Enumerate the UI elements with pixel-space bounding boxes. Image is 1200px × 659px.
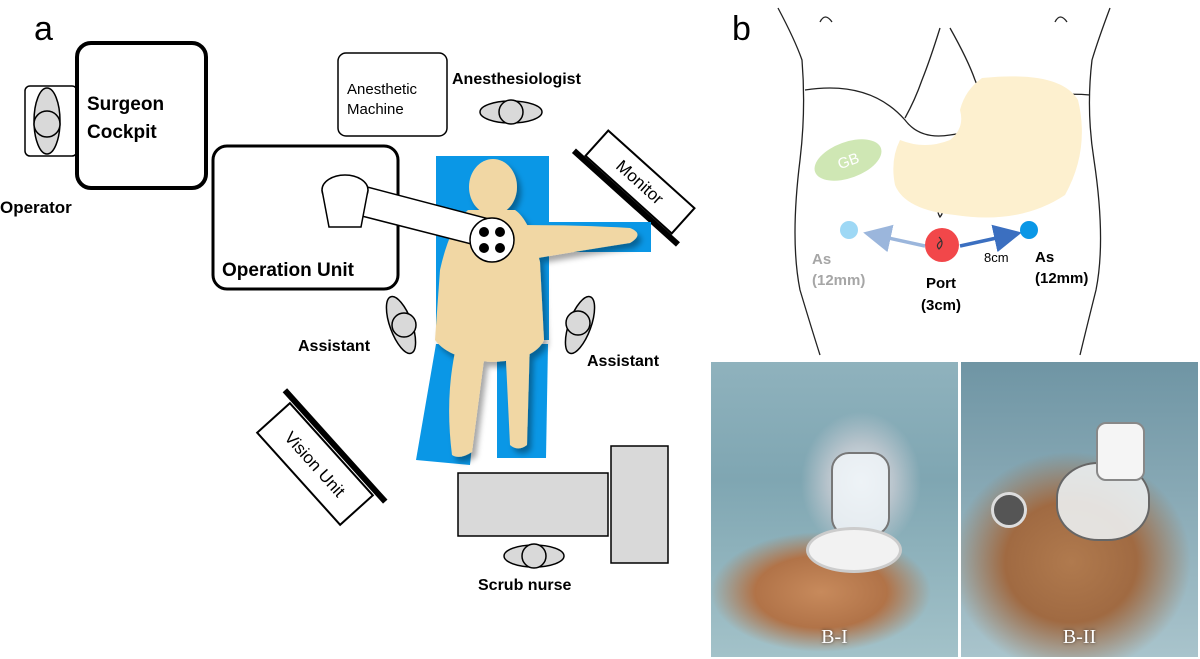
scrub-nurse-figure (503, 543, 565, 569)
anesthetic-machine (337, 52, 448, 137)
gallbladder: GB (814, 139, 882, 181)
right-assist-port (1020, 221, 1038, 239)
anesthesiologist-label: Anesthesiologist (452, 71, 582, 88)
operation-unit-label: Operation Unit (222, 260, 355, 281)
assistant-left-label: Assistant (298, 338, 371, 355)
distance-label: 8cm (984, 250, 1009, 265)
port-cap-2 (1096, 422, 1145, 481)
left-assist-port (840, 221, 858, 239)
arrow-to-left-as (863, 224, 926, 253)
mayo-table (610, 445, 669, 564)
operator-label: Operator (0, 198, 72, 217)
panel-a-label: a (34, 10, 53, 48)
panel-b: b GB As(12mm) Port(3cm) 8cm (732, 7, 1111, 356)
stomach-shape (893, 76, 1082, 218)
as-right-label: As(12mm) (1035, 249, 1088, 287)
wound-ring-1 (806, 527, 902, 573)
assistant-left-figure (385, 295, 417, 355)
panel-b-label: b (732, 10, 751, 48)
photo-b-ii-label: B-II (1062, 626, 1097, 648)
surgeon-cockpit (75, 41, 208, 190)
as-left-label: As(12mm) (812, 251, 865, 289)
umbilicus-mark (936, 236, 943, 250)
arrow-to-right-as (959, 224, 1022, 253)
port-device-1 (831, 452, 890, 536)
port-label: Port(3cm) (921, 275, 961, 314)
gallbladder-label: GB (835, 150, 861, 173)
vision-unit: Vision Unit (255, 388, 388, 527)
operator-figure (24, 85, 78, 157)
assistant-right-figure (564, 295, 596, 355)
photo-b-i-label: B-I (821, 626, 848, 648)
torso-illustration (777, 7, 1111, 356)
photo-b-i: B-I (711, 362, 958, 657)
patient-body (435, 159, 638, 457)
anesthesiologist-figure (479, 99, 543, 125)
trocar-2 (991, 492, 1027, 528)
photo-b-ii: B-II (961, 362, 1198, 657)
assistant-right-label: Assistant (587, 353, 660, 370)
robotic-arm (321, 174, 515, 263)
scrub-nurse-label: Scrub nurse (478, 577, 571, 594)
instrument-table (457, 472, 609, 537)
